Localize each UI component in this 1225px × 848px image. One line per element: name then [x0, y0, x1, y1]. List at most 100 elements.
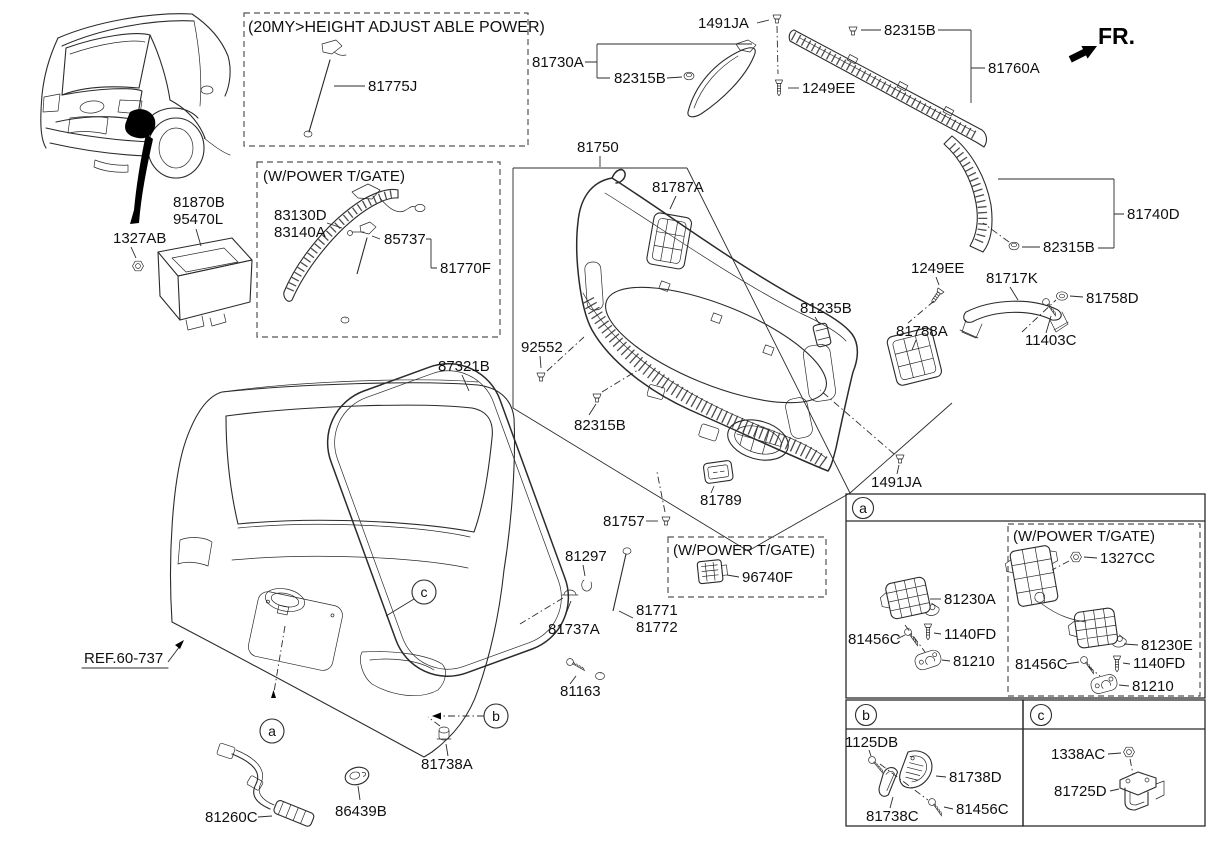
- part-label-96740F: 96740F: [742, 569, 793, 586]
- grab-handle-81717K: [959, 300, 1069, 339]
- grommet-86439B: [344, 766, 370, 786]
- part-label-81738C: 81738C: [866, 808, 919, 825]
- weatherstrip-group: 87321B: [326, 358, 570, 677]
- part-label-81758D: 81758D: [1086, 290, 1139, 307]
- part-label-81730A: 81730A: [532, 54, 584, 71]
- bolt-81163: [565, 656, 586, 674]
- bolt-1140FD-1: [924, 623, 932, 641]
- part-label-81770F: 81770F: [440, 260, 491, 277]
- height-adjust-power-section: (20MY>HEIGHT ADJUST ABLE POWER) 81775J: [243, 12, 545, 147]
- grommet-81737A: [561, 589, 579, 596]
- screw-81456C-3: [925, 797, 946, 817]
- screw-1125DB: [866, 755, 886, 774]
- clip-81297: [581, 579, 593, 592]
- upper-garnish-group: 1491JA 1249EE 81730A 82315B: [532, 14, 855, 118]
- striker-81210-1: [912, 648, 944, 672]
- spindle-81770F: [340, 221, 377, 324]
- callout-c-label: c: [421, 584, 428, 600]
- module-group: 81870B 95470L 1327AB: [113, 194, 253, 331]
- part-label-81760A: 81760A: [988, 60, 1040, 77]
- ref-label: REF.60-737: [84, 650, 163, 667]
- part-label-81230A: 81230A: [944, 591, 996, 608]
- part-label-1249EE-top: 1249EE: [802, 80, 855, 97]
- part-label-87321B: 87321B: [438, 358, 490, 375]
- part-label-81210-1: 81210: [953, 653, 995, 670]
- part-label-81740D: 81740D: [1127, 206, 1180, 223]
- bolt-1140FD-2: [1113, 655, 1121, 673]
- part-label-82315B-4: 82315B: [574, 417, 626, 434]
- switch-96740F: [696, 559, 728, 585]
- part-label-81717K: 81717K: [986, 270, 1038, 287]
- part-label-1125DB: 1125DB: [845, 734, 898, 751]
- bumper-stop-81738D: [899, 750, 933, 789]
- part-label-1338AC: 1338AC: [1051, 746, 1105, 763]
- callout-circle-b: [483, 703, 509, 729]
- power-tgate-left-section: (W/POWER T/GATE) 83130D 83140A 85737 817…: [256, 161, 501, 338]
- inset-b-section: b 1125DB 81738D 81738C 81456C: [845, 699, 1024, 827]
- switch-assembly-81260C: [216, 742, 315, 827]
- trim-panel-81750: [576, 168, 859, 472]
- part-label-82315B-2: 82315B: [614, 70, 666, 87]
- power-tgate-switch-section: (W/POWER T/GATE) 96740F: [667, 536, 827, 598]
- power-tgate-left-title: (W/POWER T/GATE): [263, 168, 405, 185]
- wedge-81738C: [878, 767, 899, 797]
- clip-81758D: [1056, 291, 1068, 301]
- fastener-92552: [536, 372, 546, 382]
- screw-81456C-2: [1077, 655, 1098, 675]
- inset-c-header-label: c: [1038, 707, 1045, 723]
- cover-81235B: [812, 322, 832, 348]
- part-label-81771: 81771: [636, 602, 678, 619]
- part-label-81456C-3: 81456C: [956, 801, 1009, 818]
- pillar-trim-group: 81740D 82315B: [943, 135, 1180, 256]
- inset-c-section: c 1338AC 81725D: [1022, 699, 1206, 827]
- panel-fasteners: 92552 82315B 1491JA 81757: [521, 336, 922, 530]
- part-label-81210-2: 81210: [1132, 678, 1174, 695]
- part-label-92552: 92552: [521, 339, 563, 356]
- power-latch-actuator: [1005, 545, 1059, 607]
- callout-a-label: a: [268, 723, 276, 739]
- striker-81210-2: [1089, 672, 1119, 696]
- part-label-85737: 85737: [384, 231, 426, 248]
- power-tgate-inset-a-title: (W/POWER T/GATE): [1013, 528, 1155, 545]
- power-tgate-small-title: (W/POWER T/GATE): [673, 542, 815, 559]
- rail-83130D: [283, 183, 426, 302]
- part-label-81738A: 81738A: [421, 756, 473, 773]
- part-label-81788A: 81788A: [896, 323, 948, 340]
- part-label-81456C-1: 81456C: [848, 631, 901, 648]
- part-label-11403C: 11403C: [1025, 332, 1077, 349]
- panel-handle-recess: [727, 419, 789, 461]
- tailgate-switch-81789: [702, 460, 734, 484]
- inset-a-section: a 81230A 81456C 1140FD 81210 (W/POWER T/…: [845, 493, 1206, 699]
- pillar-trim-81740D: [943, 135, 993, 253]
- part-label-81787A: 81787A: [652, 179, 704, 196]
- tailgate-body-group: a b c REF.60-737 81738A 86439B: [81, 379, 516, 827]
- part-label-81775J: 81775J: [368, 78, 417, 95]
- actuator-cable: [1041, 603, 1087, 623]
- bumper-stop-81738A: [436, 726, 452, 741]
- part-label-1140FD-2: 1140FD: [1133, 655, 1185, 672]
- guide-bracket-81725D: [1119, 771, 1165, 811]
- tailgate-trim-panel-group: 81750 81787A: [512, 139, 953, 552]
- screw-81456C-1: [901, 627, 922, 647]
- location-pointer-sweep: [130, 134, 153, 224]
- inset-b-header-label: b: [862, 707, 870, 723]
- assist-handle-group: 1249EE 81717K 81758D 11403C: [907, 260, 1139, 349]
- clip-1491JA-lower: [895, 454, 905, 464]
- part-label-82315B-3: 82315B: [1043, 239, 1095, 256]
- nut-1327CC: [1070, 551, 1082, 563]
- scuff-trim-81760A: [788, 29, 987, 148]
- part-label-83140A: 83140A: [274, 224, 326, 241]
- part-label-86439B: 86439B: [335, 803, 387, 820]
- part-label-82315B-1: 82315B: [884, 22, 936, 39]
- callout-circle-a: [259, 718, 285, 744]
- side-vent-group: 81235B 81788A: [800, 300, 948, 386]
- nut-1338AC: [1123, 746, 1135, 758]
- part-label-95470L: 95470L: [173, 211, 223, 228]
- front-direction-indicator: FR.: [1068, 23, 1135, 63]
- location-marker-blob: [125, 109, 156, 139]
- part-label-81163: 81163: [560, 683, 601, 700]
- latch-81230E: [1066, 605, 1128, 655]
- bolt-1249EE-top: [775, 79, 783, 97]
- bolt-1249EE-center: [928, 287, 945, 306]
- gate-scuff-trim-group: 82315B 81760A: [788, 22, 1040, 148]
